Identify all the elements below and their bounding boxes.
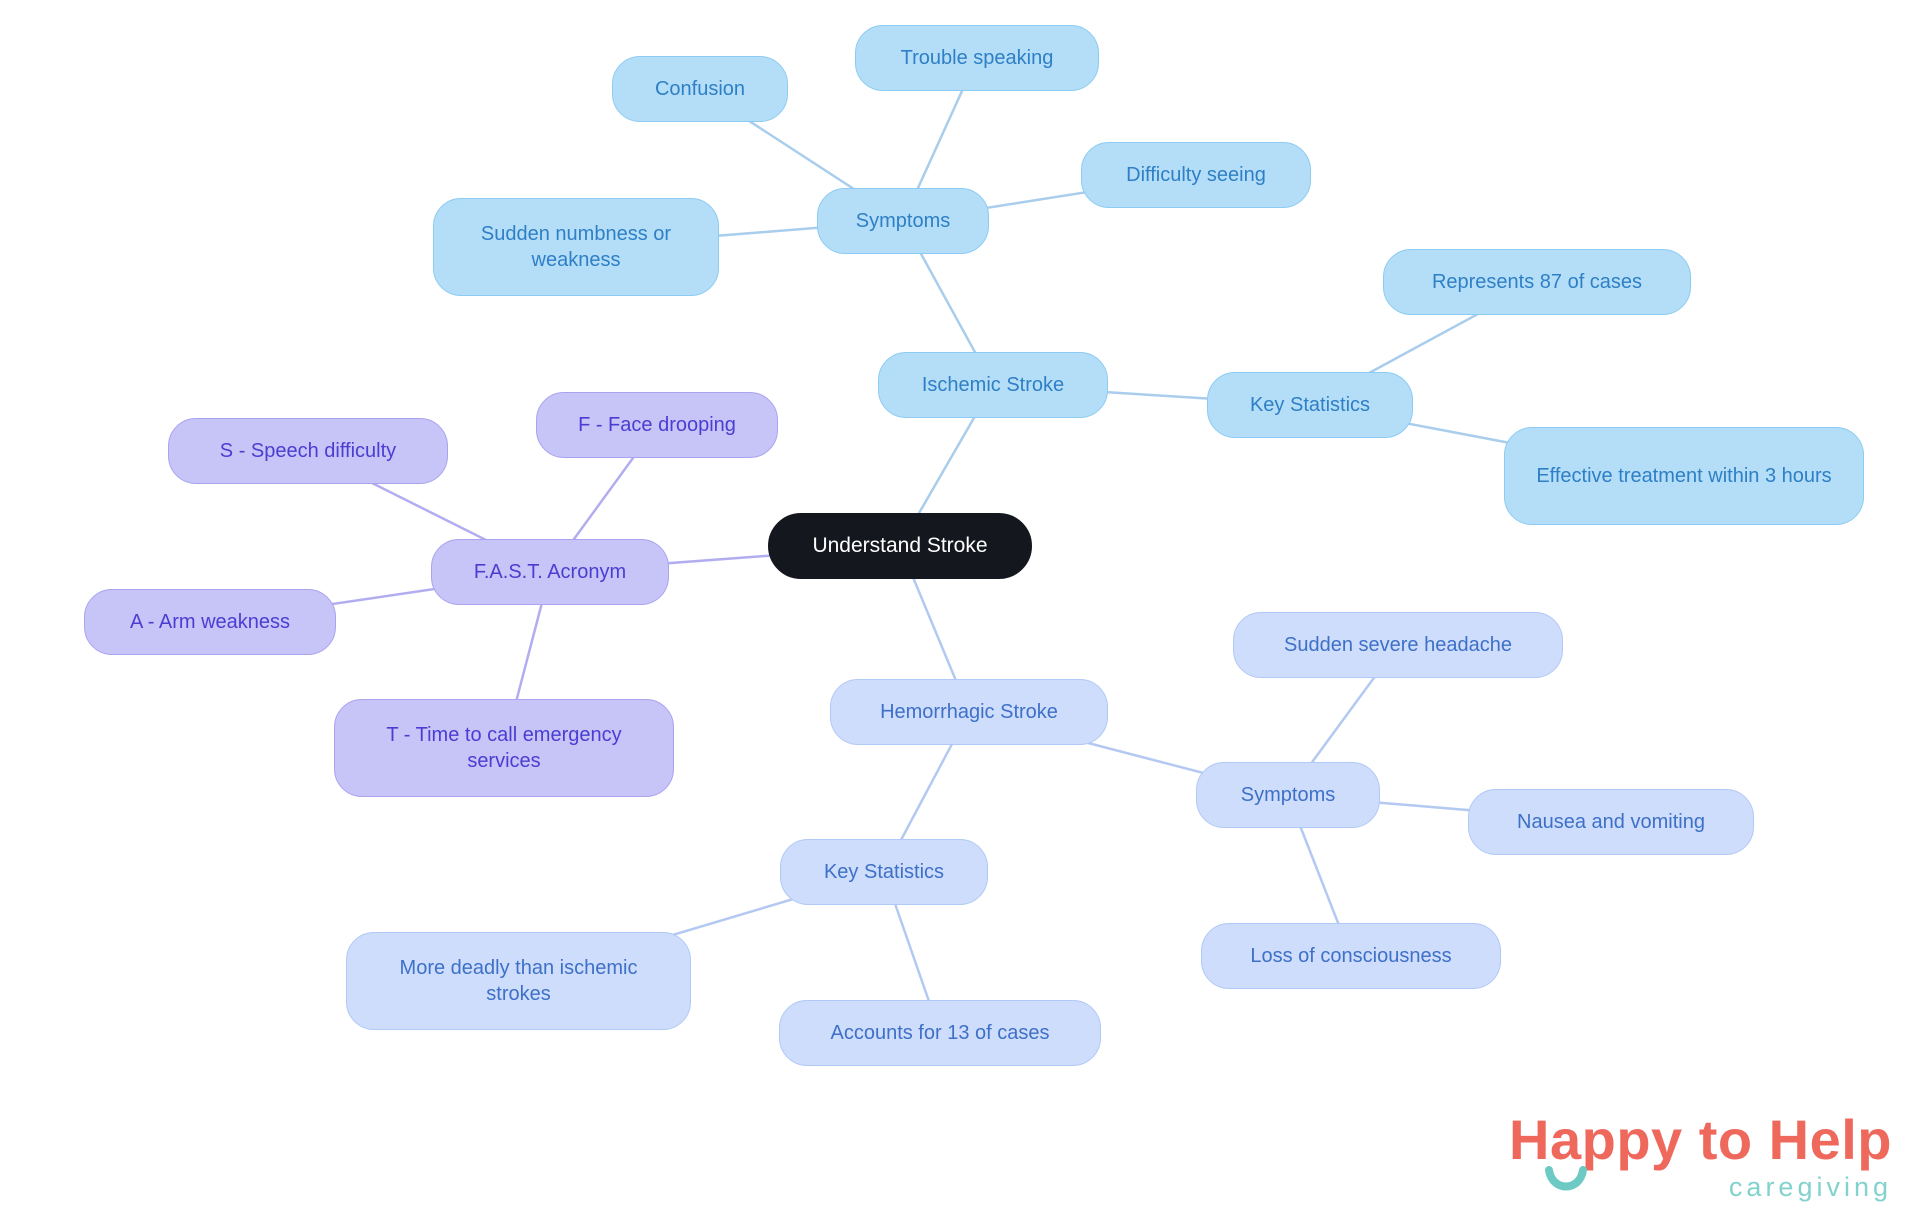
node-fast-speech-difficulty: S - Speech difficulty: [168, 418, 448, 484]
node-fast-acronym: F.A.S.T. Acronym: [431, 539, 669, 605]
node-effective-treatment: Effective treatment within 3 hours: [1504, 427, 1864, 525]
node-difficulty-seeing: Difficulty seeing: [1081, 142, 1311, 208]
logo-smile-icon: [1545, 1166, 1587, 1191]
logo: Happy to Help caregiving: [1432, 1112, 1892, 1212]
node-sudden-numbness: Sudden numbness or weakness: [433, 198, 719, 296]
node-understand-stroke: Understand Stroke: [768, 513, 1032, 579]
node-ischemic-key-statistics: Key Statistics: [1207, 372, 1413, 438]
node-fast-time-to-call: T - Time to call emergency services: [334, 699, 674, 797]
logo-title: Happy to Help: [1509, 1108, 1892, 1171]
node-more-deadly: More deadly than ischemic strokes: [346, 932, 691, 1030]
node-accounts-13-of-cases: Accounts for 13 of cases: [779, 1000, 1101, 1066]
node-fast-arm-weakness: A - Arm weakness: [84, 589, 336, 655]
node-fast-face-drooping: F - Face drooping: [536, 392, 778, 458]
node-ischemic-symptoms: Symptoms: [817, 188, 989, 254]
node-confusion: Confusion: [612, 56, 788, 122]
node-sudden-severe-headache: Sudden severe headache: [1233, 612, 1563, 678]
node-hemorrhagic-key-statistics: Key Statistics: [780, 839, 988, 905]
node-trouble-speaking: Trouble speaking: [855, 25, 1099, 91]
node-loss-of-consciousness: Loss of consciousness: [1201, 923, 1501, 989]
node-nausea-and-vomiting: Nausea and vomiting: [1468, 789, 1754, 855]
node-ischemic-stroke: Ischemic Stroke: [878, 352, 1108, 418]
node-hemorrhagic-symptoms: Symptoms: [1196, 762, 1380, 828]
node-hemorrhagic-stroke: Hemorrhagic Stroke: [830, 679, 1108, 745]
logo-subtitle: caregiving: [1728, 1172, 1892, 1202]
node-represents-87-of-cases: Represents 87 of cases: [1383, 249, 1691, 315]
